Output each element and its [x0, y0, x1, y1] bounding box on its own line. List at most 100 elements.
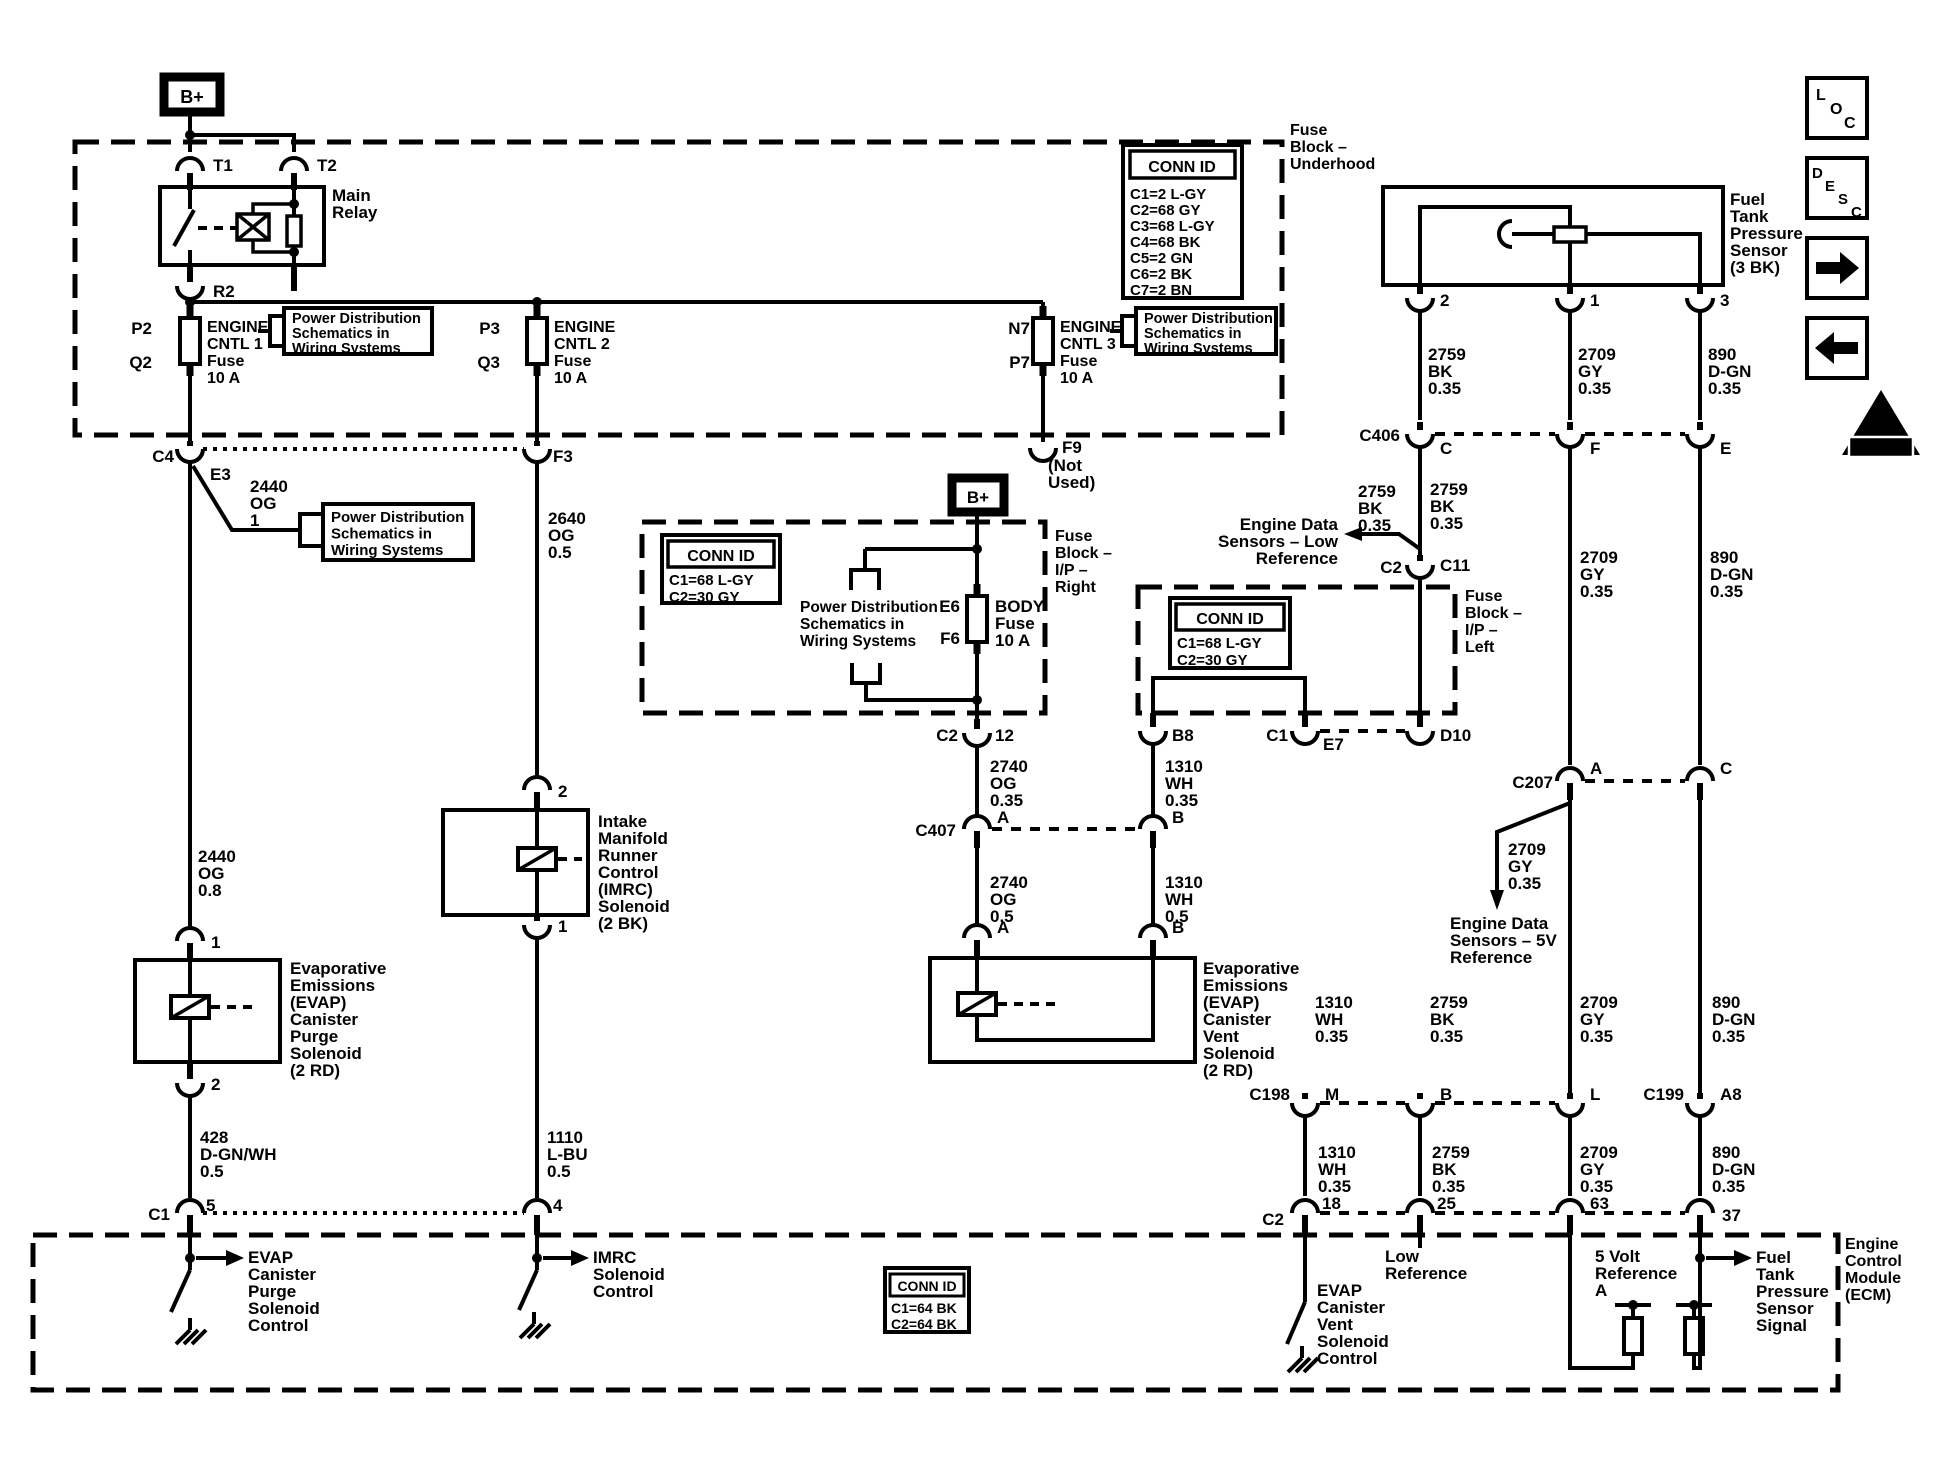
- relay-coil-x2: [235, 212, 271, 242]
- connector-purge-1: [175, 926, 205, 942]
- pin-label-25: 25: [1437, 1194, 1456, 1213]
- pin-label-c198-l: L: [1590, 1085, 1600, 1104]
- loc-button[interactable]: [1805, 76, 1869, 140]
- fuel-tank-pressure-sensor-box: [1381, 185, 1725, 287]
- desc-button-letter-c: C: [1851, 204, 1862, 221]
- connector-c406-e: [1685, 433, 1715, 449]
- connector-ecm-4: [522, 1198, 552, 1214]
- obd-ii-banner: [1847, 435, 1915, 459]
- connector-c207-a: [1555, 766, 1585, 782]
- connector-label-c407: C407: [915, 821, 956, 840]
- connector-t1: [175, 156, 205, 172]
- obd-ii-numeral: II: [1867, 406, 1894, 440]
- ground-vent: [1286, 1346, 1320, 1374]
- connector-b8: [1138, 730, 1168, 746]
- pin-label-d10: D10: [1440, 726, 1471, 745]
- connector-ecm-25: [1405, 1198, 1435, 1214]
- power-dist-bracket-3: [298, 512, 323, 548]
- ground-purge: [174, 1318, 208, 1346]
- purge-solenoid-symbol: [169, 994, 259, 1020]
- fuse-block-underhood-outline: [72, 139, 1285, 438]
- pin-label-vent-b: B: [1172, 918, 1184, 937]
- imrc-solenoid-symbol: [516, 846, 582, 872]
- pin-label-c198-m: M: [1325, 1085, 1339, 1104]
- arrowhead-purge: [226, 1250, 244, 1266]
- wire-bplus-t2: [190, 133, 296, 152]
- junction-bplus-split: [185, 130, 195, 140]
- pin-label-q2: Q2: [129, 353, 152, 372]
- next-page-button[interactable]: [1805, 236, 1869, 300]
- sensor-pin3-internal: [1586, 232, 1702, 285]
- pin-label-r2: R2: [213, 282, 235, 301]
- pin-label-c406-f: F: [1590, 439, 1600, 458]
- connector-imrc-2: [522, 775, 552, 791]
- vent-solenoid-symbol: [956, 991, 1058, 1017]
- connector-f3: [522, 448, 552, 464]
- arrowhead-ftp: [1734, 1250, 1752, 1266]
- conn-id-ip-right-box: [660, 533, 782, 605]
- pin-label-t1: T1: [213, 156, 233, 175]
- relay-resistor: [285, 214, 303, 248]
- connector-c1-e7: [1290, 730, 1320, 746]
- conn-id-ecm-title-box: [888, 1272, 966, 1298]
- body-fuse-branch-return: [864, 683, 977, 702]
- fuse-engine-cntl3: [1031, 306, 1055, 376]
- pin-label-c1-ip: C1: [1266, 726, 1288, 745]
- pin-label-sensor-1: 1: [1590, 291, 1599, 310]
- connector-t2: [279, 156, 309, 172]
- desc-button[interactable]: [1805, 156, 1869, 220]
- connector-c4: [175, 448, 205, 464]
- vent-coil-out: [975, 958, 1155, 1042]
- conn-id-ip-left-title-box: [1174, 602, 1286, 632]
- junction-rail-2: [1689, 1300, 1699, 1310]
- pin-label-c2-c11: C2: [1380, 558, 1402, 577]
- connector-c406-f: [1555, 433, 1585, 449]
- evap-purge-solenoid-box: [133, 958, 282, 1064]
- connector-vent-a: [962, 923, 992, 939]
- wire-e3-branch: [191, 464, 300, 532]
- connector-ecm-5: [175, 1198, 205, 1214]
- sensor-pin2-internal: [1418, 205, 1572, 285]
- pin-label-c407-a: A: [997, 808, 1009, 827]
- connector-label-c406: C406: [1359, 426, 1400, 445]
- connector-sensor-1: [1555, 297, 1585, 313]
- pin-label-c11: C11: [1440, 556, 1470, 575]
- pin-label-c1-left: C1: [148, 1205, 170, 1224]
- pin-label-imrc-1: 1: [558, 917, 567, 936]
- pin-label-c407-b: B: [1172, 808, 1184, 827]
- pin-label-f9: F9: [1062, 438, 1082, 457]
- connector-label-c2-ecm: C2: [1262, 1210, 1284, 1229]
- pin-label-p2: P2: [131, 319, 152, 338]
- pin-label-vent-a: A: [997, 918, 1009, 937]
- connector-d10: [1405, 730, 1435, 746]
- relay-switch-blade: [172, 209, 196, 247]
- previous-page-button[interactable]: [1805, 316, 1869, 380]
- loc-button-letter-l: L: [1816, 87, 1826, 104]
- pin-label-63: 63: [1590, 1194, 1609, 1213]
- arrowhead-5v-reference: [1490, 890, 1504, 910]
- pin-label-imrc-2: 2: [558, 782, 567, 801]
- connector-c2-c11: [1405, 564, 1435, 580]
- fuse-body: [965, 584, 989, 654]
